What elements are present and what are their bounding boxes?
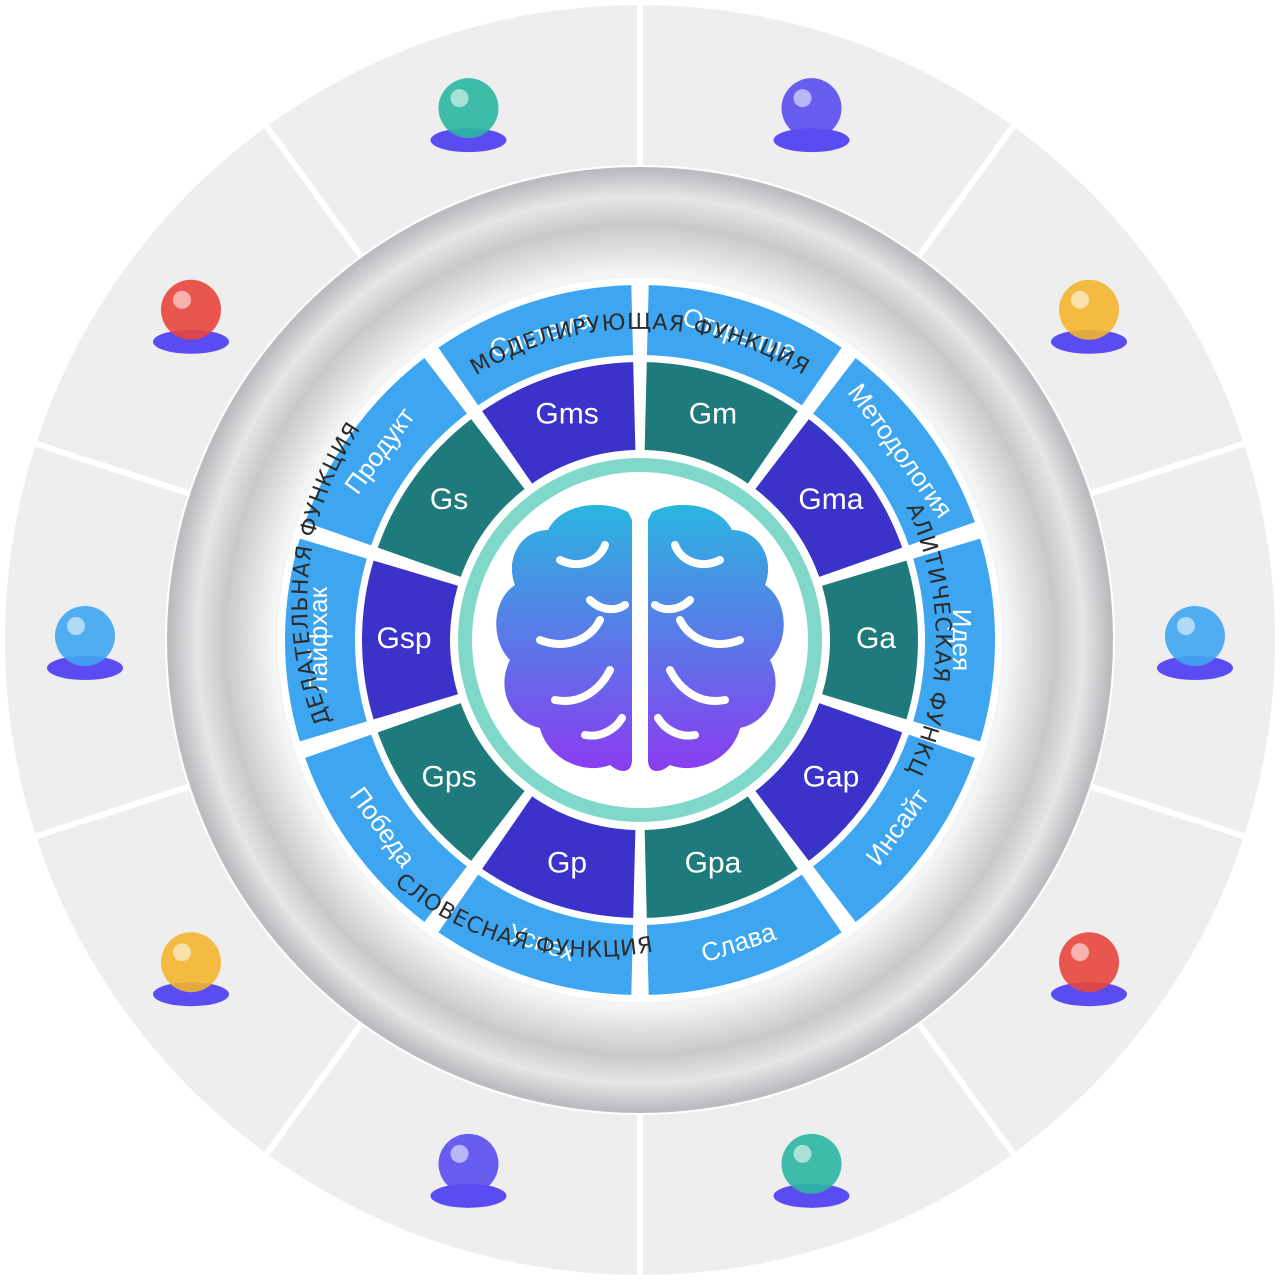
segment-code: Gma: [798, 483, 863, 516]
outer-icons: [47, 78, 1233, 1208]
label-band: [646, 874, 842, 995]
segment-code: Gp: [547, 846, 587, 879]
light-bulb-icon: [1157, 606, 1233, 680]
code-cell: [482, 362, 636, 484]
label-band: [813, 734, 975, 923]
segment-code: Ga: [856, 622, 896, 655]
code-cell: [644, 362, 798, 484]
code-cell: [644, 796, 798, 918]
rocket-icon: [1051, 932, 1128, 1007]
segment-label: Идея: [947, 609, 977, 671]
segment: Лайфхак Gsp: [284, 538, 458, 742]
ring-portal-icon: [773, 78, 850, 153]
segment-code: Gs: [430, 483, 468, 516]
segment-code: Gsp: [376, 622, 431, 655]
label-band: [284, 538, 367, 742]
stacked-discs-icon: [152, 279, 229, 354]
gears-icon: [47, 606, 123, 680]
laptop-chart-icon: [430, 1133, 507, 1208]
code-cell: [377, 419, 525, 577]
label-band: [305, 734, 467, 923]
brain-icon: [496, 504, 784, 772]
segment-code: Gpa: [685, 846, 742, 879]
label-band: [813, 357, 975, 546]
segment: Идея Ga: [822, 538, 996, 742]
label-band: [305, 357, 467, 546]
code-cell: [362, 560, 458, 720]
code-cell: [755, 419, 903, 577]
code-cell: [377, 703, 525, 861]
label-band: [438, 874, 634, 995]
segment-code: Gps: [422, 761, 477, 794]
label-band: [646, 285, 842, 406]
target-darts-icon: [773, 1133, 850, 1208]
segment-code: Gm: [689, 397, 737, 430]
label-band: [438, 285, 634, 406]
segment-label: Лайфхак: [303, 586, 333, 693]
code-cell: [755, 703, 903, 861]
code-cell: [482, 796, 636, 918]
code-cell: [822, 560, 919, 720]
cards-stack-icon: [430, 78, 507, 153]
segment-code: Gap: [803, 761, 860, 794]
label-band: [913, 538, 996, 742]
trophy-icon: [152, 932, 229, 1007]
function-ring-edge: [167, 167, 1113, 1113]
segment-code: Gms: [535, 397, 598, 430]
pyramid-chart-icon: [1051, 279, 1128, 354]
